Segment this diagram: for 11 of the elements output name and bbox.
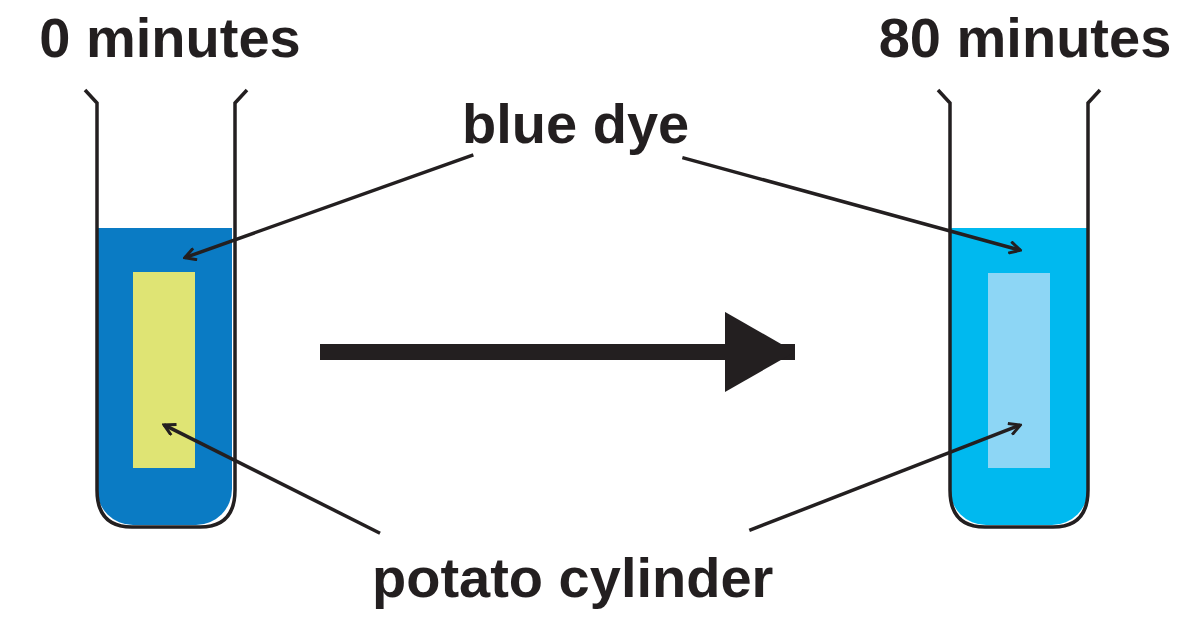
potato-cylinder (988, 273, 1050, 468)
potato-cylinder (133, 272, 195, 468)
time-heading: 0 minutes (38, 10, 302, 66)
time-heading: 80 minutes (877, 10, 1173, 66)
dye-liquid (950, 228, 1088, 525)
leader-line (748, 422, 1022, 533)
leader-line (681, 155, 1022, 255)
dye-liquid (97, 228, 232, 525)
arrow (320, 311, 795, 392)
leader-line (162, 422, 381, 535)
leader-line (183, 153, 474, 262)
